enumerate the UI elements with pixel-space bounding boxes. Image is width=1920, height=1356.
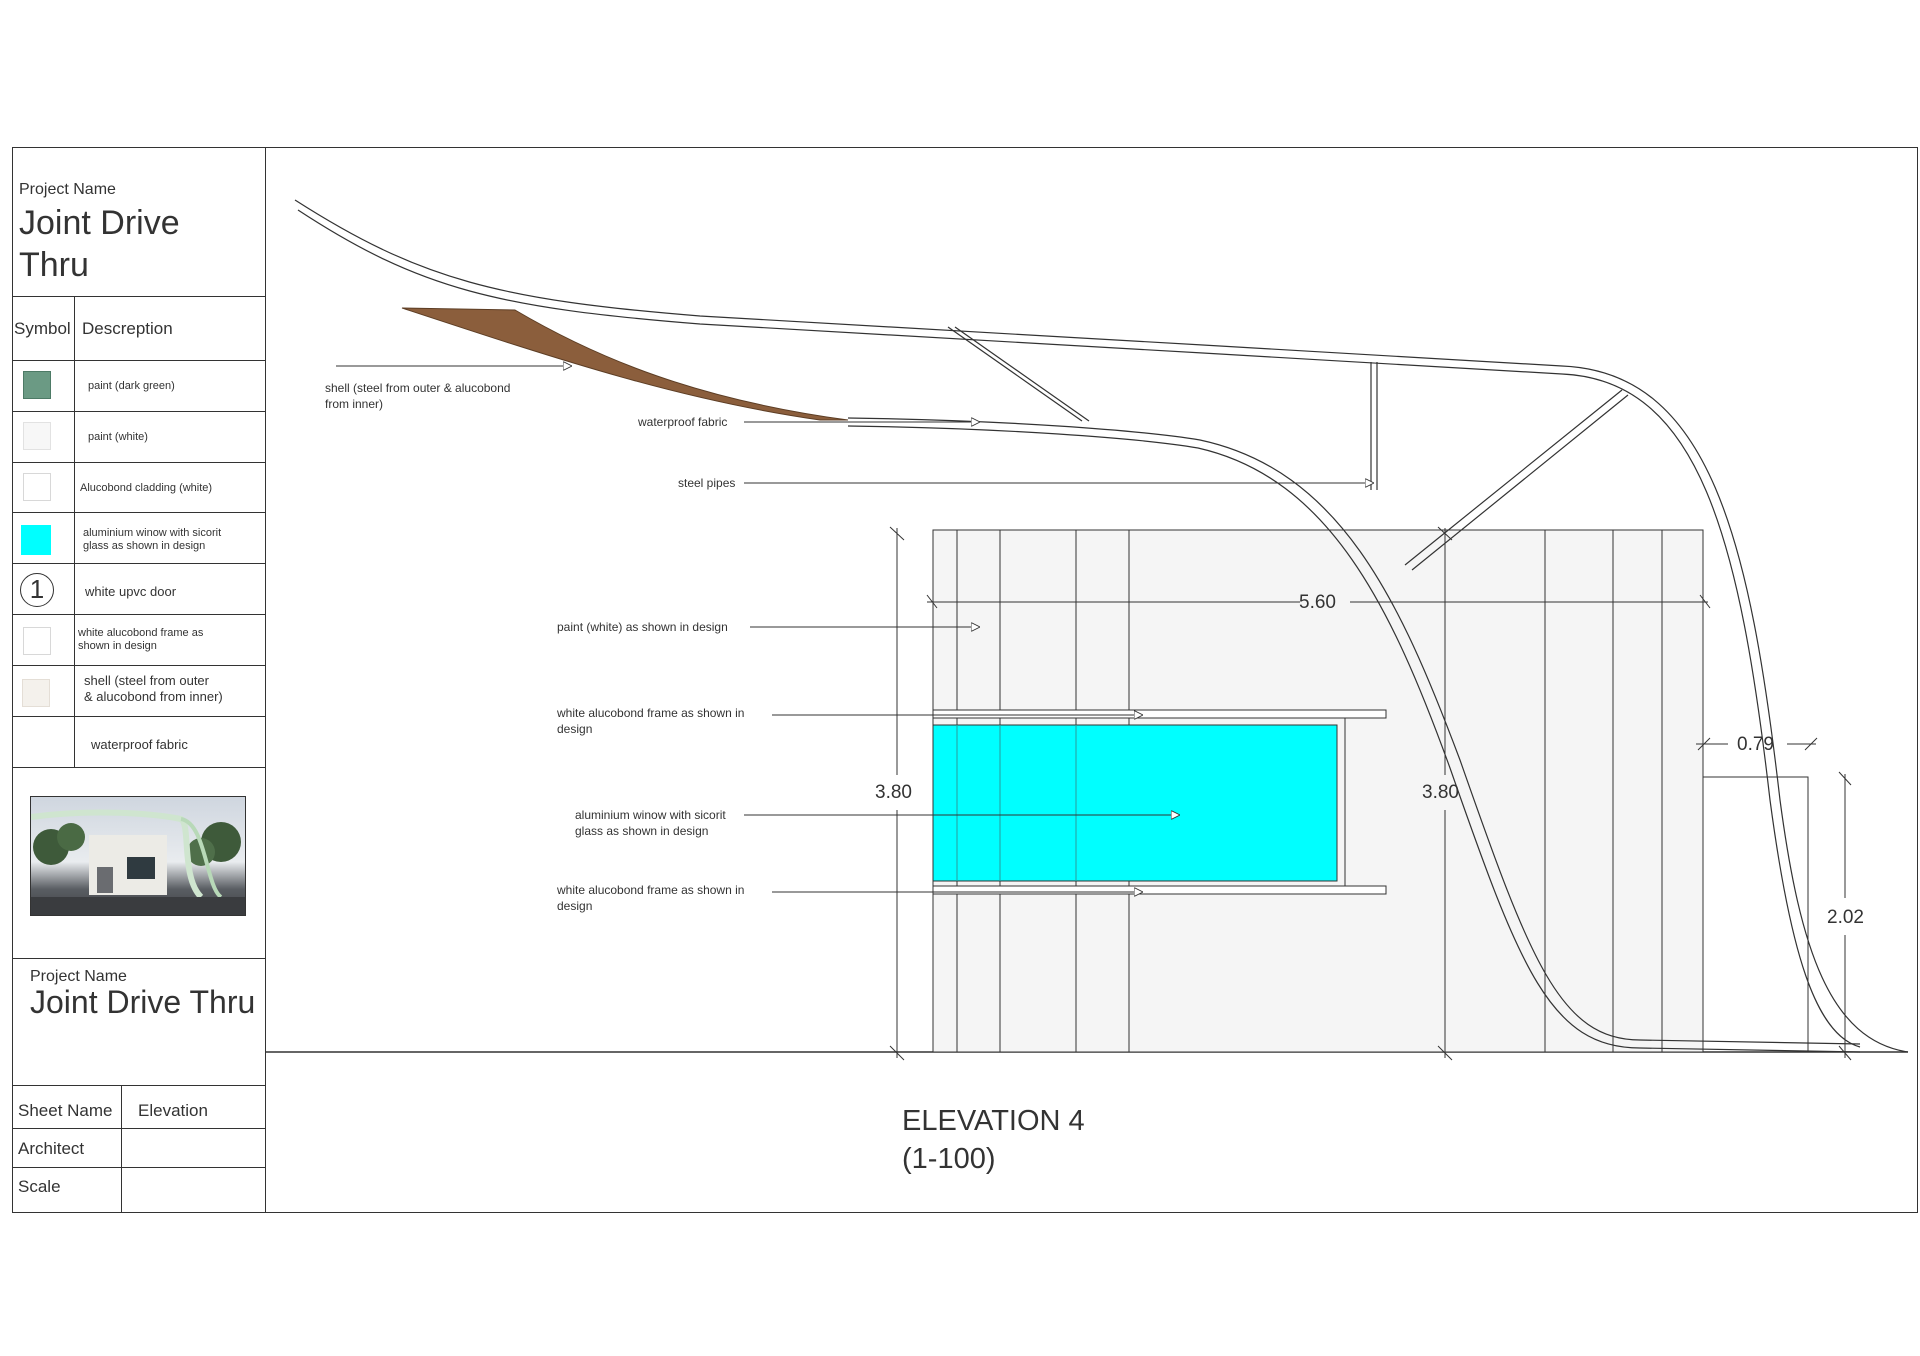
annotation-window: glass as shown in design [575, 824, 708, 838]
annotation-frame-top: white alucobond frame as shown in [556, 706, 744, 720]
annotation-waterproof: waterproof fabric [637, 415, 727, 429]
swatch-shell [22, 679, 50, 707]
project-title-top-line1: Joint Drive [19, 204, 180, 242]
legend-item: waterproof fabric [91, 737, 188, 752]
dimension-door-height: 2.02 [1827, 907, 1864, 928]
annotation-shell: shell (steel from outer & alucobond [325, 381, 510, 395]
door-symbol-icon: 1 [20, 573, 54, 607]
divider [12, 1085, 266, 1086]
top-frame [932, 709, 1387, 719]
drawing-title-line2: (1-100) [902, 1143, 996, 1175]
legend-item: paint (white) [88, 431, 148, 443]
window-mullions [956, 725, 1077, 881]
title-block [12, 147, 266, 1213]
waterproof-fabric [401, 307, 849, 421]
legend-header-description: Descreption [82, 319, 173, 338]
steel-pipes [947, 326, 1629, 571]
legend-item: paint (dark green) [88, 380, 175, 392]
legend-item-line: shown in design [78, 640, 157, 652]
swatch-dark-green [23, 371, 51, 399]
legend-header-symbol: Symbol [14, 319, 71, 338]
project-label-bottom: Project Name [30, 968, 127, 985]
annotation-window: aluminium winow with sicorit [575, 808, 726, 822]
annotation-paint: paint (white) as shown in design [557, 620, 728, 634]
legend-item: aluminium winow with sicorit glass as sh… [83, 527, 221, 553]
dimension-lines [889, 526, 1852, 1061]
divider [12, 665, 266, 666]
legend-item: white alucobond frame as shown in design [78, 627, 203, 653]
legend-item-line: shell (steel from outer [84, 673, 209, 688]
dimension-height-left: 3.80 [875, 782, 912, 803]
divider [121, 1085, 122, 1213]
swatch-alucobond-white [23, 473, 51, 501]
legend-item-line: white alucobond frame as [78, 627, 204, 639]
divider [12, 563, 266, 564]
leader-lines [336, 366, 1374, 892]
door-outline [1703, 776, 1809, 1052]
dimension-width: 5.60 [1299, 592, 1336, 613]
annotation-frame-bottom: white alucobond frame as shown in [556, 883, 744, 897]
divider [12, 1167, 266, 1168]
render-image [31, 809, 245, 915]
divider [74, 296, 75, 767]
dimension-offset: 0.79 [1737, 734, 1774, 755]
legend-item-line: aluminium winow with sicorit [83, 527, 222, 539]
dimension-height-right: 3.80 [1422, 782, 1459, 803]
project-title-top: Joint Drive Thru [19, 202, 180, 286]
drawing-title: ELEVATION 4 (1-100) [902, 1102, 1085, 1178]
divider [12, 1128, 266, 1129]
swatch-alucobond-frame [23, 627, 51, 655]
annotation-frame-bottom: design [557, 899, 592, 913]
sheet-name-value: Elevation [138, 1101, 208, 1120]
shell-structure [294, 199, 1909, 1053]
architect-label: Architect [18, 1139, 85, 1158]
drawing-sheet [12, 147, 1918, 1213]
divider [12, 296, 266, 297]
legend-item: Alucobond cladding (white) [80, 482, 213, 494]
divider [12, 767, 266, 768]
render-thumbnail [30, 796, 246, 916]
legend-item-line: glass as shown in design [83, 540, 206, 552]
legend-item: shell (steel from outer & alucobond from… [84, 673, 223, 705]
divider [12, 614, 266, 615]
drawing-title-line1: ELEVATION 4 [902, 1105, 1085, 1137]
annotation-shell: from inner) [325, 397, 383, 411]
sheet-name-label: Sheet Name [18, 1101, 113, 1120]
divider [12, 716, 266, 717]
project-title-top-line2: Thru [19, 246, 89, 284]
annotation-frame-top: design [557, 722, 592, 736]
legend-item-line: & alucobond from inner) [84, 689, 223, 704]
project-label-top: Project Name [19, 181, 116, 198]
annotation-steel-pipes: steel pipes [678, 476, 735, 490]
swatch-glass [21, 525, 51, 555]
bottom-frame [932, 885, 1387, 895]
window-glass [932, 724, 1338, 882]
divider [12, 360, 266, 361]
divider [12, 958, 266, 959]
legend-item: white upvc door [85, 584, 177, 599]
project-title-bottom: Joint Drive Thru [30, 984, 256, 1020]
scale-label: Scale [18, 1177, 61, 1196]
divider [12, 512, 266, 513]
swatch-white-paint [23, 422, 51, 450]
divider [12, 462, 266, 463]
divider [12, 411, 266, 412]
